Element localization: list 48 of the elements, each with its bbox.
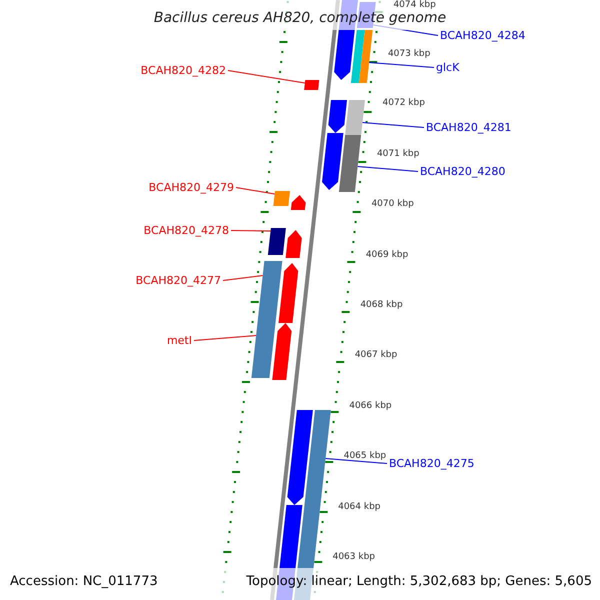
- scale-label: 4068 kbp: [360, 301, 403, 310]
- gene-block: [287, 410, 313, 505]
- gene-label: BCAH820_4279: [148, 182, 234, 193]
- gene-block: [278, 263, 298, 323]
- gene-bar: [258, 261, 282, 320]
- scale-label: 4069 kbp: [366, 251, 408, 260]
- leader-line: [325, 458, 388, 464]
- scale-label: 4074 kbp: [393, 1, 436, 10]
- gene-bar: [304, 80, 320, 90]
- gene-label: BCAH820_4278: [144, 225, 229, 236]
- gene-label: BCAH820_4284: [440, 30, 526, 41]
- leader-line: [368, 62, 434, 68]
- gene-label: BCAH820_4275: [389, 458, 474, 469]
- gene-label: metI: [166, 335, 192, 346]
- leader-line: [222, 275, 264, 281]
- title: Bacillus cereus AH820, complete genome: [152, 11, 448, 25]
- scale-label: 4067 kbp: [354, 351, 398, 360]
- gene-bar: [350, 30, 365, 83]
- scale-label: 4072 kbp: [382, 99, 425, 108]
- gene-bar: [338, 135, 362, 192]
- gene-block: [272, 323, 292, 380]
- leader-line: [357, 166, 418, 172]
- gene-label: BCAH820_4282: [140, 65, 226, 76]
- leader-line: [230, 230, 272, 232]
- gene-block: [286, 230, 302, 258]
- gene-label: BCAH820_4281: [426, 122, 512, 133]
- gene-label: BCAH820_4280: [420, 166, 506, 177]
- scale-label: 4065 kbp: [344, 452, 386, 461]
- leader-line: [362, 122, 424, 128]
- leader-line: [228, 70, 306, 84]
- gene-block: [290, 195, 306, 210]
- leader-line: [236, 187, 276, 194]
- scale-label: 4071 kbp: [376, 150, 420, 159]
- scale-label: 4070 kbp: [371, 200, 414, 209]
- gene-bar: [268, 228, 286, 255]
- scale-label: 4064 kbp: [338, 503, 381, 512]
- gene-bar: [251, 320, 276, 378]
- scale-label: 4066 kbp: [349, 402, 392, 411]
- gene-label: BCAH820_4277: [136, 275, 221, 286]
- genome-info-text: Topology: linear; Length: 5,302,683 bp; Genes: 5,605: [246, 575, 592, 588]
- leader-line: [194, 335, 257, 341]
- gene-block: [322, 133, 344, 190]
- accession-text: Accession: NC_011773: [10, 575, 158, 588]
- gene-label: glcK: [436, 62, 460, 73]
- gene-block: [328, 100, 347, 133]
- gene-bar: [273, 191, 290, 206]
- scale-label: 4073 kbp: [388, 50, 430, 59]
- gene-bar: [345, 100, 365, 135]
